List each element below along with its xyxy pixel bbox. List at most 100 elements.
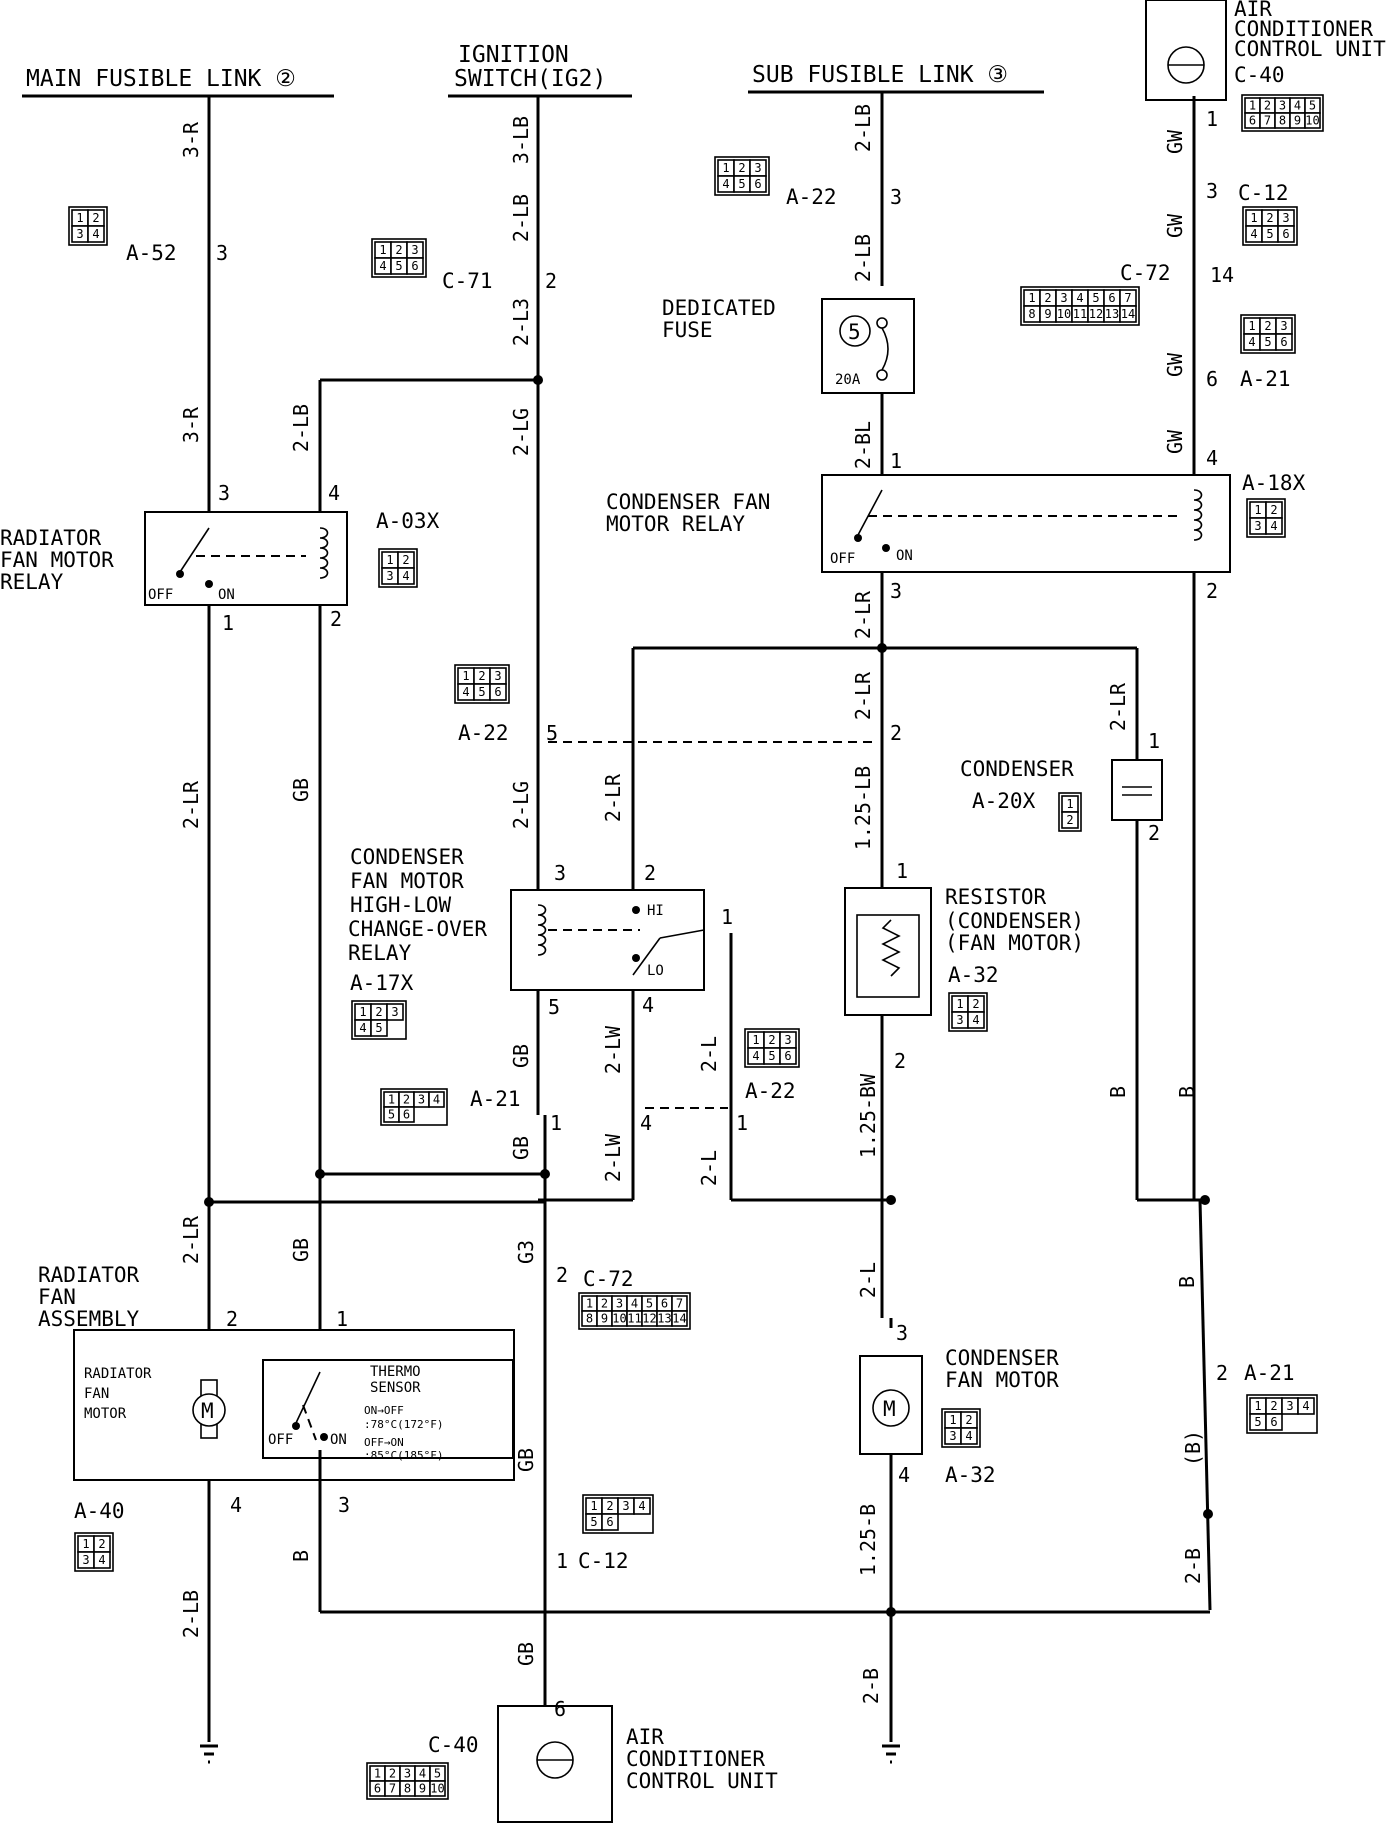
- svg-text:2: 2: [1216, 1361, 1228, 1385]
- svg-text:5: 5: [768, 1049, 775, 1063]
- svg-text:A-03X: A-03X: [376, 509, 440, 533]
- svg-text:3: 3: [338, 1493, 350, 1517]
- radiator-fan-assembly: RADIATOR FAN ASSEMBLY RADIATOR FAN MOTOR…: [38, 1263, 515, 1481]
- wire-color-label: 2-LB: [851, 104, 875, 152]
- svg-text:3: 3: [216, 241, 228, 265]
- svg-text:2: 2: [98, 1537, 105, 1551]
- wire-color-label: 2-LB: [509, 194, 533, 242]
- svg-text:3: 3: [554, 861, 566, 885]
- condenser-fan-motor-relay: CONDENSER FAN MOTOR RELAY OFF ON: [606, 474, 1231, 573]
- dedicated-fuse-label-1: DEDICATED: [662, 296, 776, 320]
- sub-fusible-link-label: SUB FUSIBLE LINK ③: [752, 62, 1008, 88]
- svg-text:4: 4: [1076, 291, 1083, 305]
- svg-text:MOTOR RELAY: MOTOR RELAY: [606, 512, 745, 536]
- svg-text:ON→OFF: ON→OFF: [364, 1404, 404, 1417]
- wire-color-label: 2-LG: [509, 408, 533, 456]
- svg-text:5: 5: [1266, 227, 1273, 241]
- svg-text:5: 5: [546, 721, 558, 745]
- svg-text:A-32: A-32: [948, 963, 999, 987]
- svg-text:3: 3: [1060, 291, 1067, 305]
- high-low-relay: CONDENSER FAN MOTOR HIGH-LOW CHANGE-OVER…: [348, 845, 705, 995]
- svg-text:3: 3: [386, 569, 393, 583]
- svg-text:1: 1: [336, 1307, 348, 1331]
- svg-text:9: 9: [601, 1312, 608, 1326]
- svg-text:C-40: C-40: [1234, 63, 1285, 87]
- svg-text:M: M: [883, 1397, 896, 1421]
- svg-text:OFF: OFF: [830, 551, 855, 567]
- svg-text:5: 5: [375, 1021, 382, 1035]
- svg-text:ASSEMBLY: ASSEMBLY: [38, 1307, 140, 1331]
- svg-text:1: 1: [586, 1297, 593, 1311]
- svg-text:1: 1: [956, 997, 963, 1011]
- svg-text:RADIATOR: RADIATOR: [0, 526, 102, 550]
- svg-text:3: 3: [1280, 319, 1287, 333]
- svg-text:2: 2: [644, 861, 656, 885]
- svg-text:2: 2: [389, 1767, 396, 1781]
- svg-text:A-21: A-21: [1240, 367, 1291, 391]
- svg-text:3: 3: [1286, 1399, 1293, 1413]
- dedicated-fuse-label-2: FUSE: [662, 318, 713, 342]
- svg-text:2: 2: [1206, 579, 1218, 603]
- svg-text:11: 11: [1073, 307, 1087, 321]
- svg-text:C-72: C-72: [583, 1267, 634, 1291]
- svg-text:(FAN MOTOR): (FAN MOTOR): [945, 931, 1084, 955]
- svg-text:4: 4: [1248, 335, 1255, 349]
- svg-text:2: 2: [738, 161, 745, 175]
- svg-text:2: 2: [1270, 503, 1277, 517]
- svg-text:FAN: FAN: [84, 1386, 109, 1402]
- svg-text:2: 2: [1266, 211, 1273, 225]
- wire-color-label: (B): [1181, 1430, 1205, 1466]
- wire-color-label: 1.25-BW: [856, 1073, 880, 1158]
- svg-text:6: 6: [374, 1782, 381, 1796]
- svg-text:4: 4: [642, 993, 654, 1017]
- svg-text:OFF: OFF: [268, 1432, 293, 1448]
- svg-text:7: 7: [1124, 291, 1131, 305]
- svg-text:4: 4: [402, 569, 409, 583]
- wire-color-label: B: [1175, 1086, 1199, 1098]
- svg-text:3: 3: [82, 1553, 89, 1567]
- svg-text:3: 3: [784, 1033, 791, 1047]
- svg-text:6: 6: [661, 1297, 668, 1311]
- ignition-switch-label-1: IGNITION: [458, 42, 569, 68]
- svg-text:C-12: C-12: [1238, 181, 1289, 205]
- svg-text:A-18X: A-18X: [1242, 471, 1306, 495]
- svg-text:4: 4: [92, 227, 99, 241]
- svg-text:CONTROL UNIT: CONTROL UNIT: [626, 1769, 778, 1793]
- svg-text:A-21: A-21: [470, 1087, 521, 1111]
- wire-color-label: GW: [1163, 352, 1187, 377]
- svg-text:4: 4: [722, 177, 729, 191]
- svg-text:CONDENSER: CONDENSER: [350, 845, 464, 869]
- wire-color-label: 2-L: [697, 1036, 721, 1072]
- svg-text:9: 9: [419, 1782, 426, 1796]
- svg-text:A-20X: A-20X: [972, 789, 1036, 813]
- svg-text:3: 3: [391, 1005, 398, 1019]
- svg-text:6: 6: [784, 1049, 791, 1063]
- svg-text:7: 7: [1264, 114, 1271, 128]
- svg-text:5: 5: [395, 259, 402, 273]
- svg-text:5: 5: [646, 1297, 653, 1311]
- svg-text:12: 12: [642, 1312, 656, 1326]
- svg-text:3: 3: [411, 243, 418, 257]
- svg-text:5: 5: [1309, 99, 1316, 113]
- svg-text:CONDENSER FAN: CONDENSER FAN: [606, 490, 770, 514]
- wire-color-label: 1.25-LB: [851, 766, 875, 850]
- wire-color-label: 2-LR: [179, 780, 203, 829]
- svg-text:3: 3: [896, 1321, 908, 1345]
- svg-text:3: 3: [1282, 211, 1289, 225]
- svg-text:6: 6: [403, 1108, 410, 1122]
- svg-text:2: 2: [375, 1005, 382, 1019]
- svg-text:2: 2: [226, 1307, 238, 1331]
- svg-text:2: 2: [402, 553, 409, 567]
- svg-text:13: 13: [1105, 307, 1119, 321]
- svg-text::78°C(172°F): :78°C(172°F): [364, 1418, 443, 1431]
- svg-text:FAN MOTOR: FAN MOTOR: [0, 548, 114, 572]
- wire-color-label: GW: [1163, 213, 1187, 238]
- wire-color-label: 2-LR: [851, 671, 875, 720]
